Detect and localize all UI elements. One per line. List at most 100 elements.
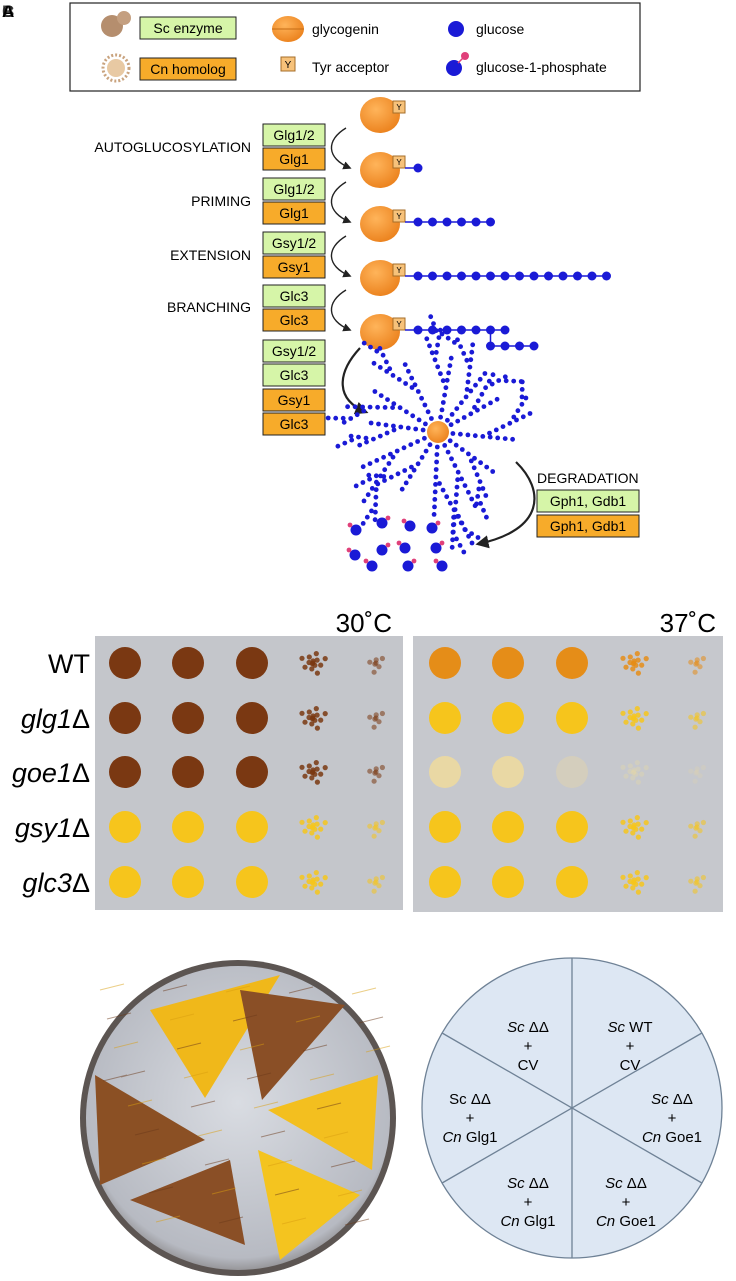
glycogen-glucose	[378, 473, 383, 479]
g1p-glucose	[376, 544, 388, 556]
yeast-colony	[630, 775, 636, 781]
glycogen-glucose	[440, 378, 446, 384]
glycogen-glucose	[449, 544, 455, 550]
glycogen-glucose	[373, 502, 378, 508]
yeast-spot	[556, 866, 588, 898]
yeast-colony	[634, 870, 640, 876]
glycogen-glucose	[483, 385, 488, 391]
glycogen-glucose	[419, 395, 424, 401]
yeast-colony	[627, 709, 633, 715]
glycogen-glucose	[423, 421, 428, 427]
yeast-colony	[627, 768, 633, 775]
yeast-icon	[101, 11, 131, 37]
glycogen-glucose	[475, 398, 481, 404]
yeast-colony	[643, 820, 649, 826]
legend: Sc enzyme Cn homolog glycogenin Y Tyr ac…	[69, 2, 641, 92]
glycogen-glucose	[478, 501, 483, 506]
glycogen-glucose	[388, 474, 394, 480]
glycogen-glucose	[486, 378, 492, 384]
glycogen-glucose	[434, 459, 439, 465]
yeast-spot	[429, 702, 461, 734]
glycogen-enzyme-3: Gsy1	[278, 392, 311, 408]
glycogen-glucose	[451, 507, 457, 513]
yeast-spot	[109, 702, 141, 734]
yeast-colony	[634, 760, 640, 766]
glycogen-glucose	[468, 357, 474, 363]
glycogen-glucose	[356, 434, 361, 440]
glycogen-glucose	[502, 374, 508, 380]
glycogen-glucose	[432, 489, 438, 495]
yeast-spot	[492, 702, 524, 734]
cryptococcus-icon	[101, 53, 131, 83]
glycogen-glucose	[364, 439, 369, 445]
yeast-spot	[172, 702, 204, 734]
step-1-cn: Glg1	[279, 151, 309, 167]
yeast-spot	[172, 811, 204, 843]
yeast-colony	[373, 821, 379, 827]
glycogen-glucose	[439, 407, 445, 413]
yeast-colony	[318, 662, 324, 668]
glycogen-glucose	[469, 349, 475, 355]
yeast-colony	[310, 822, 316, 828]
glycogen-glucose	[519, 387, 525, 392]
glycogen-glucose	[511, 378, 517, 384]
yeast-colony	[376, 773, 382, 779]
glycogen-glucose	[445, 449, 451, 455]
yeast-colony	[633, 771, 639, 777]
glycogen-glucose	[487, 430, 492, 436]
glycogen-glucose	[482, 371, 488, 376]
yeast-colony	[373, 766, 379, 772]
glycogen-glucose	[455, 469, 461, 475]
yeast-colony	[635, 657, 641, 663]
glycogen-glucose	[478, 460, 483, 466]
glycogen-glucose	[527, 411, 533, 416]
yeast-colony	[299, 655, 305, 661]
yeast-colony	[313, 870, 319, 876]
strain-label-3: gsy1Δ	[15, 813, 90, 843]
yeast-colony	[306, 873, 312, 879]
glycogen-glucose	[367, 461, 373, 466]
yeast-colony	[302, 773, 308, 779]
spots-30	[109, 647, 385, 898]
glycogen-glucose	[502, 436, 508, 441]
key-sector-1-line3: CV	[620, 1057, 641, 1074]
yeast-colony	[623, 828, 629, 834]
yeast-colony	[635, 712, 641, 718]
yeast-colony	[627, 878, 633, 885]
g1p-glucose	[399, 542, 411, 554]
yeast-colony	[630, 666, 636, 672]
glycogen-glucose	[345, 404, 350, 410]
glycogen-glucose	[454, 536, 459, 542]
glycogen-glucose	[462, 527, 468, 532]
yeast-colony	[318, 771, 324, 777]
glucose-unit	[471, 271, 481, 281]
glycogen-glucose	[515, 408, 521, 414]
yeast-colony	[627, 763, 633, 769]
yeast-colony	[697, 719, 703, 725]
yeast-colony	[635, 834, 642, 840]
yeast-spot	[236, 702, 268, 734]
glycogen-glucose	[438, 414, 443, 420]
glycogen-glucose	[397, 405, 403, 411]
degradation-sc: Gph1, Gdb1	[550, 493, 626, 509]
tyr-box	[392, 100, 406, 114]
glycogen-glucose	[433, 474, 439, 480]
yeast-colony	[376, 664, 382, 670]
yeast-colony	[635, 766, 641, 772]
yeast-colony	[310, 713, 316, 719]
glycogen-glucose	[479, 391, 485, 397]
glycogen-glucose	[462, 483, 468, 488]
tyr-label: Y	[396, 212, 402, 221]
yeast-colony	[693, 716, 699, 722]
glycogen-glucose	[438, 371, 443, 377]
glycogen-glucose	[490, 469, 496, 474]
yeast-colony	[373, 712, 379, 718]
glycogen-glucose	[428, 314, 434, 320]
glycogen-glucose	[391, 423, 396, 429]
step-extension: EXTENSION	[170, 247, 251, 263]
glycogen-glucose	[360, 480, 366, 485]
glycogen-glucose	[394, 448, 400, 454]
glycogen-glucose	[433, 350, 439, 355]
streak-plate	[80, 960, 396, 1276]
glycogen-glucose	[382, 478, 387, 483]
